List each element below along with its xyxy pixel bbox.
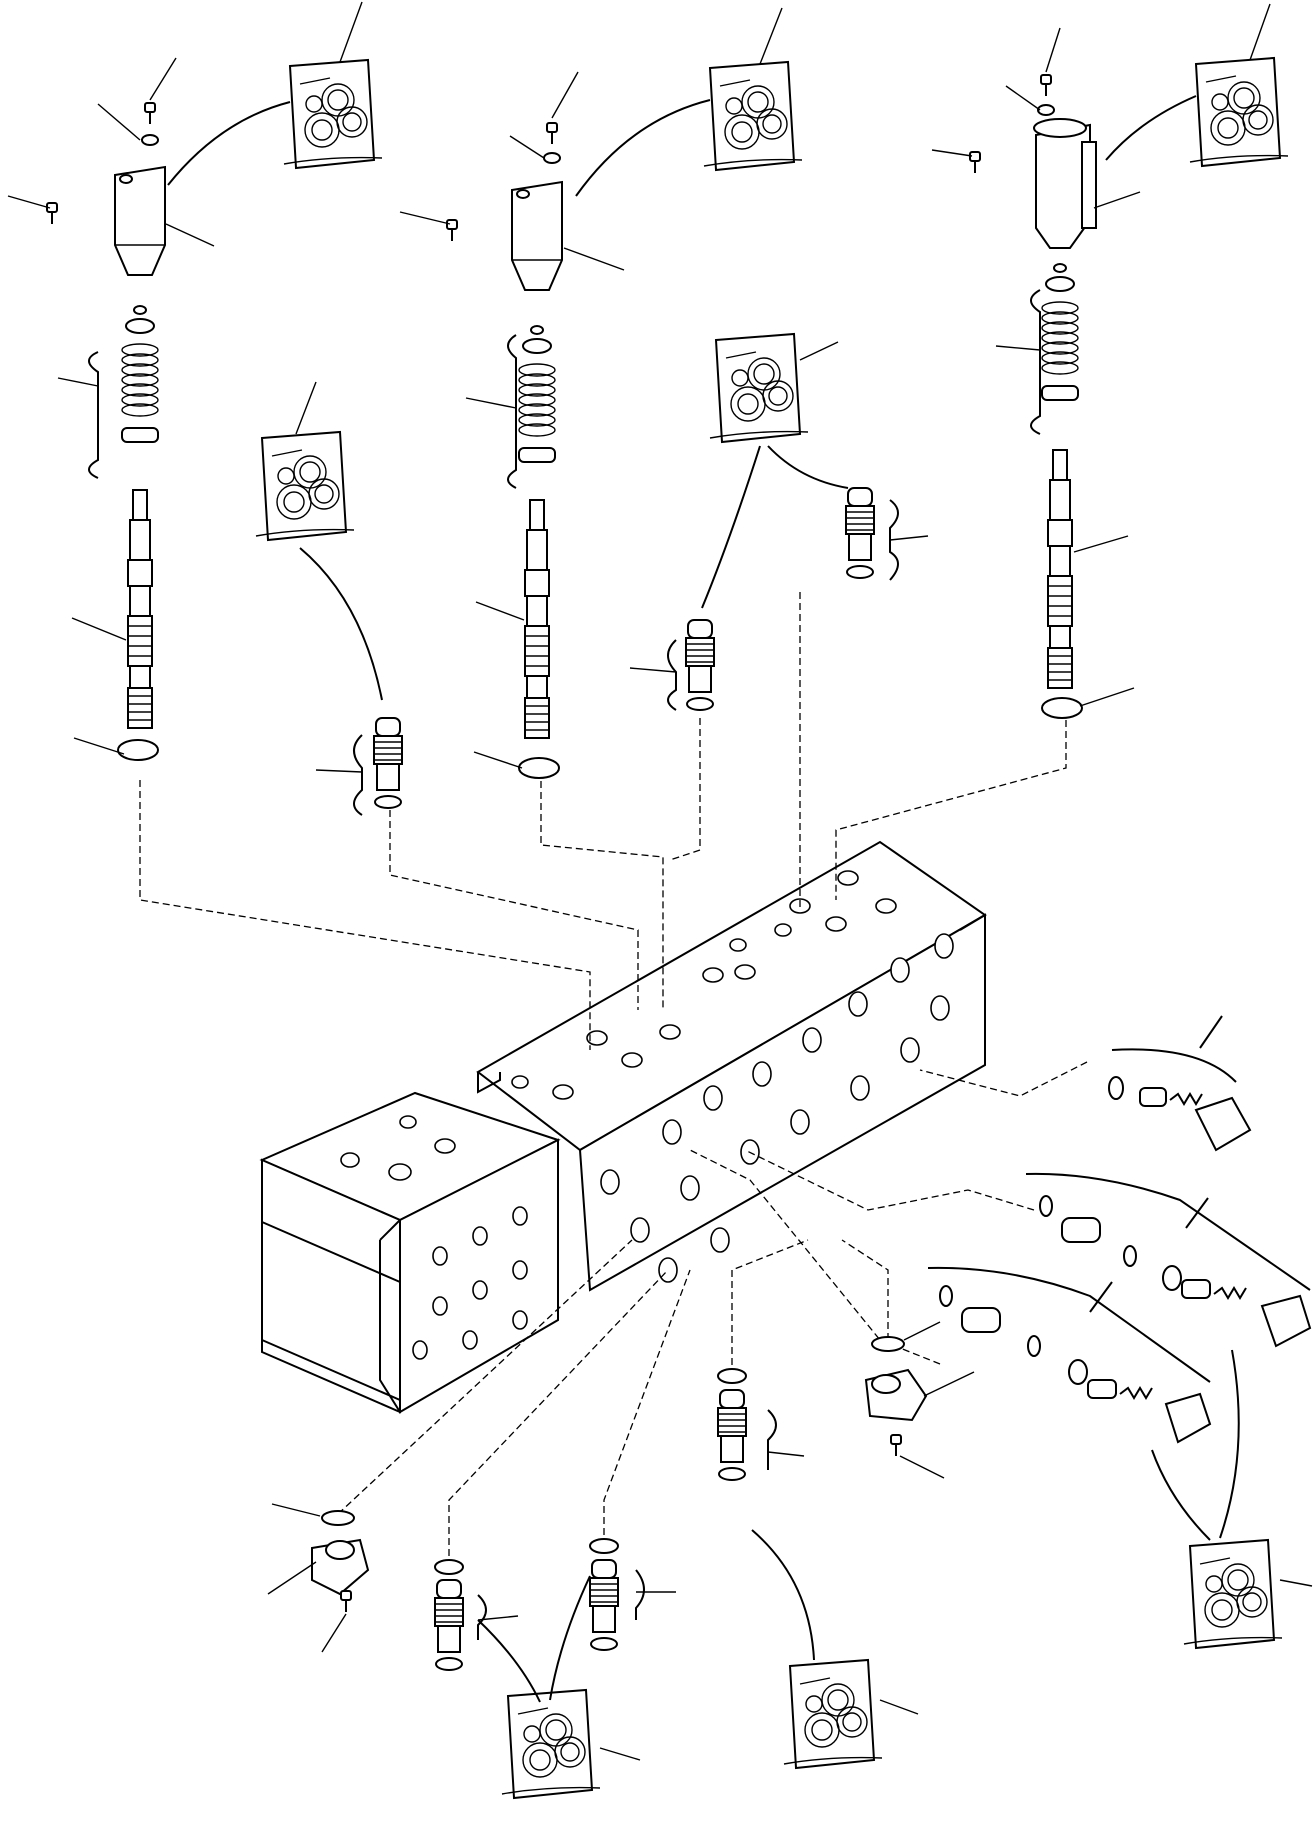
front-ports	[600, 933, 954, 1283]
seal-kit-icon-8	[1151, 1349, 1313, 1649]
spool-assembly-center	[446, 122, 563, 779]
seal-kit-icon-5	[701, 333, 849, 609]
callout-leaders	[7, 27, 1141, 1653]
seal-kit-icon-7	[751, 1529, 919, 1769]
relief-valve-upper-left	[353, 717, 403, 816]
assembly-lines	[139, 592, 1088, 1567]
seal-kit-icon-3	[1105, 3, 1289, 167]
relief-valve-upper-right	[845, 487, 899, 581]
plug-assembly-2	[1025, 1172, 1312, 1348]
plug-assembly-1	[1108, 1015, 1252, 1152]
port-flange-left	[311, 1510, 370, 1613]
relief-valve-lower-2	[589, 1538, 645, 1651]
seal-kit-icon-2	[575, 7, 803, 197]
spool-assembly-right	[969, 74, 1097, 719]
spool-assembly-left	[46, 102, 166, 761]
relief-valve-upper-mid	[667, 619, 715, 711]
end-ports	[340, 1115, 528, 1360]
relief-valve-lower-1	[434, 1559, 487, 1671]
seal-kit-icon-4	[255, 381, 383, 701]
valve-block	[259, 840, 987, 1414]
seal-kit-icon-1	[167, 1, 383, 186]
top-ports	[511, 870, 897, 1100]
seal-kit-icon-6	[477, 1575, 641, 1799]
relief-valve-lower-3	[717, 1368, 777, 1481]
plug-assembly-3	[927, 1266, 1212, 1444]
port-flange-right	[864, 1336, 928, 1457]
